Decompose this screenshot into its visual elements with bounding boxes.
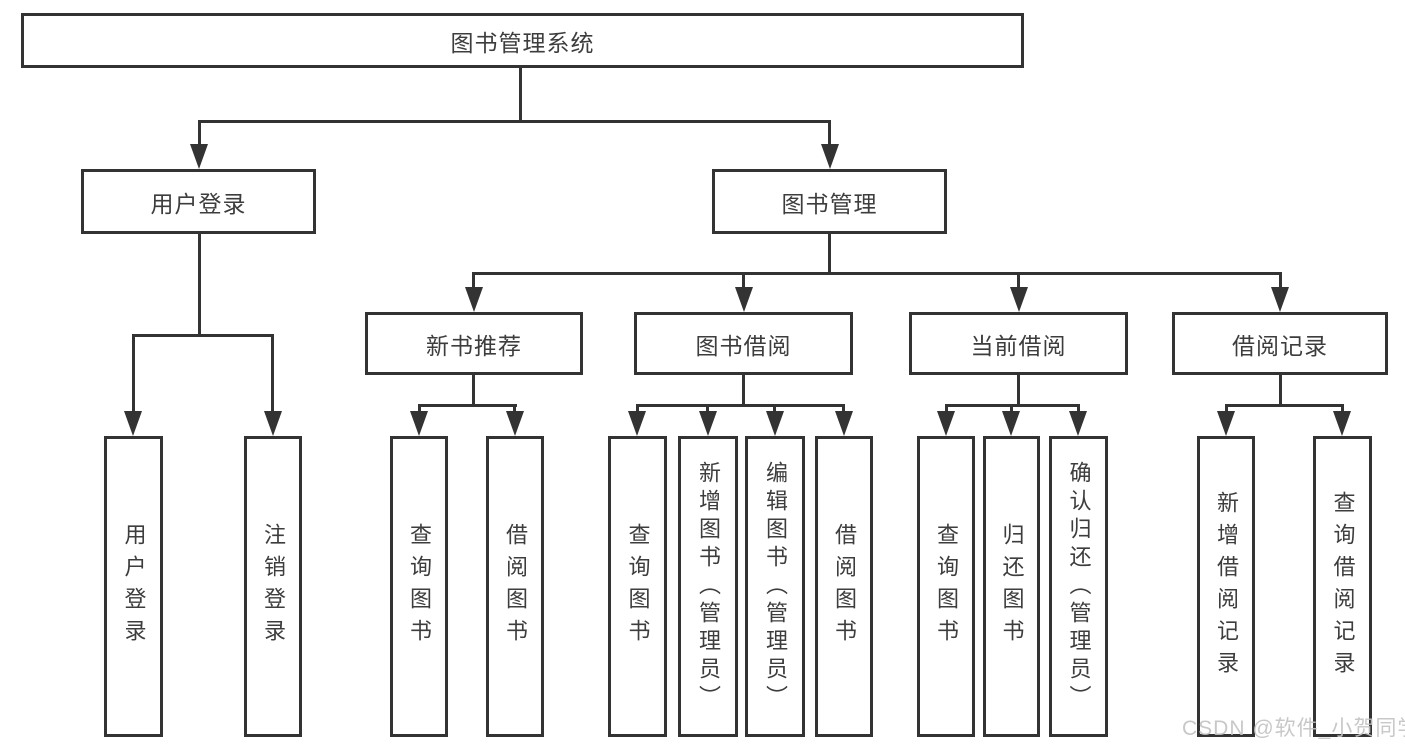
connector-user-login-branch bbox=[132, 334, 274, 337]
arrow-down-query-borrow bbox=[628, 411, 646, 436]
leaf-edit-book-admin: 编辑图书（管理员） bbox=[745, 436, 805, 737]
arrow-down-add-record bbox=[1217, 411, 1235, 436]
connector-stem-new-book-recommend bbox=[472, 272, 475, 288]
connector-recommend-stem bbox=[472, 375, 475, 404]
leaf-query-borrow-record: 查询借阅记录 bbox=[1313, 436, 1372, 737]
arrow-down-edit-book bbox=[766, 411, 784, 436]
node-label: 归还图书 bbox=[999, 522, 1025, 651]
node-label: 借阅图书 bbox=[503, 522, 528, 651]
leaf-query-book-current: 查询图书 bbox=[917, 436, 975, 737]
connector-stem-query-borrow bbox=[636, 404, 639, 412]
arrow-down-borrow-record bbox=[1271, 287, 1289, 312]
arrow-down-query-recommend bbox=[410, 411, 428, 436]
node-label: 查询图书 bbox=[407, 522, 432, 651]
node-label: 当前借阅 bbox=[970, 332, 1067, 359]
connector-stem-user-login bbox=[198, 120, 201, 146]
csdn-watermark: CSDN @软件_小贺同学 bbox=[1182, 717, 1405, 740]
connector-stem-leaf-user-login bbox=[132, 334, 135, 412]
node-root-library-system: 图书管理系统 bbox=[21, 13, 1024, 68]
arrow-down-add-book bbox=[699, 411, 717, 436]
leaf-confirm-return-admin: 确认归还（管理员） bbox=[1049, 436, 1108, 737]
connector-stem-current-borrow bbox=[1017, 272, 1020, 288]
node-new-book-recommend: 新书推荐 bbox=[365, 312, 583, 375]
connector-stem-confirm-return bbox=[1077, 404, 1080, 412]
node-label: 新书推荐 bbox=[426, 332, 522, 359]
arrow-down-leaf-user-login bbox=[124, 411, 142, 436]
connector-record-stem bbox=[1279, 375, 1282, 404]
node-label: 查询图书 bbox=[625, 522, 651, 651]
arrow-down-return-book bbox=[1002, 411, 1020, 436]
connector-stem-query-recommend bbox=[418, 404, 421, 412]
connector-stem-query-current bbox=[945, 404, 948, 412]
connector-record-branch bbox=[1225, 404, 1344, 407]
connector-borrow-stem bbox=[742, 375, 745, 404]
leaf-query-book-recommend: 查询图书 bbox=[390, 436, 448, 737]
arrow-down-leaf-logout bbox=[264, 411, 282, 436]
node-label: 借阅图书 bbox=[832, 522, 857, 651]
node-label: 查询借阅记录 bbox=[1330, 490, 1356, 683]
node-book-management: 图书管理 bbox=[712, 169, 947, 234]
node-current-borrow: 当前借阅 bbox=[909, 312, 1128, 375]
node-label: 查询图书 bbox=[934, 522, 959, 651]
connector-stem-add-book bbox=[706, 404, 709, 412]
leaf-borrow-book-recommend: 借阅图书 bbox=[486, 436, 544, 737]
connector-stem-borrow-record bbox=[1279, 272, 1282, 288]
arrow-down-user-login bbox=[190, 144, 208, 169]
leaf-query-book-borrow: 查询图书 bbox=[608, 436, 667, 737]
connector-level3-branch bbox=[473, 272, 1282, 275]
node-label: 用户登录 bbox=[121, 522, 147, 651]
node-label: 图书借阅 bbox=[695, 332, 792, 359]
node-label: 新增借阅记录 bbox=[1214, 490, 1239, 683]
leaf-logout: 注销登录 bbox=[244, 436, 302, 737]
leaf-add-book-admin: 新增图书（管理员） bbox=[678, 436, 738, 737]
leaf-borrow-book: 借阅图书 bbox=[815, 436, 873, 737]
connector-borrow-branch bbox=[636, 404, 845, 407]
connector-book-management-stem bbox=[828, 234, 831, 272]
node-user-login: 用户登录 bbox=[81, 169, 316, 234]
leaf-add-borrow-record: 新增借阅记录 bbox=[1197, 436, 1255, 737]
arrow-down-borrow-book bbox=[835, 411, 853, 436]
connector-user-login-stem bbox=[198, 234, 201, 334]
node-label: 注销登录 bbox=[261, 522, 286, 651]
connector-stem-leaf-logout bbox=[271, 334, 274, 412]
node-label: 新增图书（管理员） bbox=[696, 460, 721, 713]
arrow-down-current-borrow bbox=[1010, 287, 1028, 312]
connector-stem-borrow-book bbox=[842, 404, 845, 412]
node-label: 图书管理 bbox=[781, 190, 878, 217]
connector-stem-borrow-recommend bbox=[513, 404, 516, 412]
connector-recommend-branch bbox=[418, 404, 517, 407]
connector-root-stem bbox=[519, 68, 522, 120]
arrow-down-query-record bbox=[1333, 411, 1351, 436]
arrow-down-confirm-return bbox=[1069, 411, 1087, 436]
node-label: 借阅记录 bbox=[1232, 332, 1328, 359]
arrow-down-book-borrow bbox=[735, 287, 753, 312]
node-book-borrow: 图书借阅 bbox=[634, 312, 853, 375]
node-label: 用户登录 bbox=[150, 190, 247, 217]
leaf-return-book: 归还图书 bbox=[983, 436, 1040, 737]
arrow-down-book-management bbox=[821, 144, 839, 169]
connector-stem-query-record bbox=[1341, 404, 1344, 412]
node-borrow-record: 借阅记录 bbox=[1172, 312, 1388, 375]
connector-level2-branch bbox=[198, 120, 831, 123]
connector-stem-edit-book bbox=[773, 404, 776, 412]
connector-stem-add-record bbox=[1225, 404, 1228, 412]
connector-stem-book-management bbox=[828, 120, 831, 146]
arrow-down-query-current bbox=[937, 411, 955, 436]
connector-stem-book-borrow bbox=[742, 272, 745, 288]
node-label: 图书管理系统 bbox=[450, 29, 595, 56]
connector-current-stem bbox=[1017, 375, 1020, 404]
arrow-down-borrow-recommend bbox=[506, 411, 524, 436]
node-label: 确认归还（管理员） bbox=[1066, 460, 1092, 713]
node-label: 编辑图书（管理员） bbox=[763, 460, 788, 713]
connector-stem-return-book bbox=[1010, 404, 1013, 412]
arrow-down-new-book-recommend bbox=[465, 287, 483, 312]
leaf-user-login: 用户登录 bbox=[104, 436, 163, 737]
